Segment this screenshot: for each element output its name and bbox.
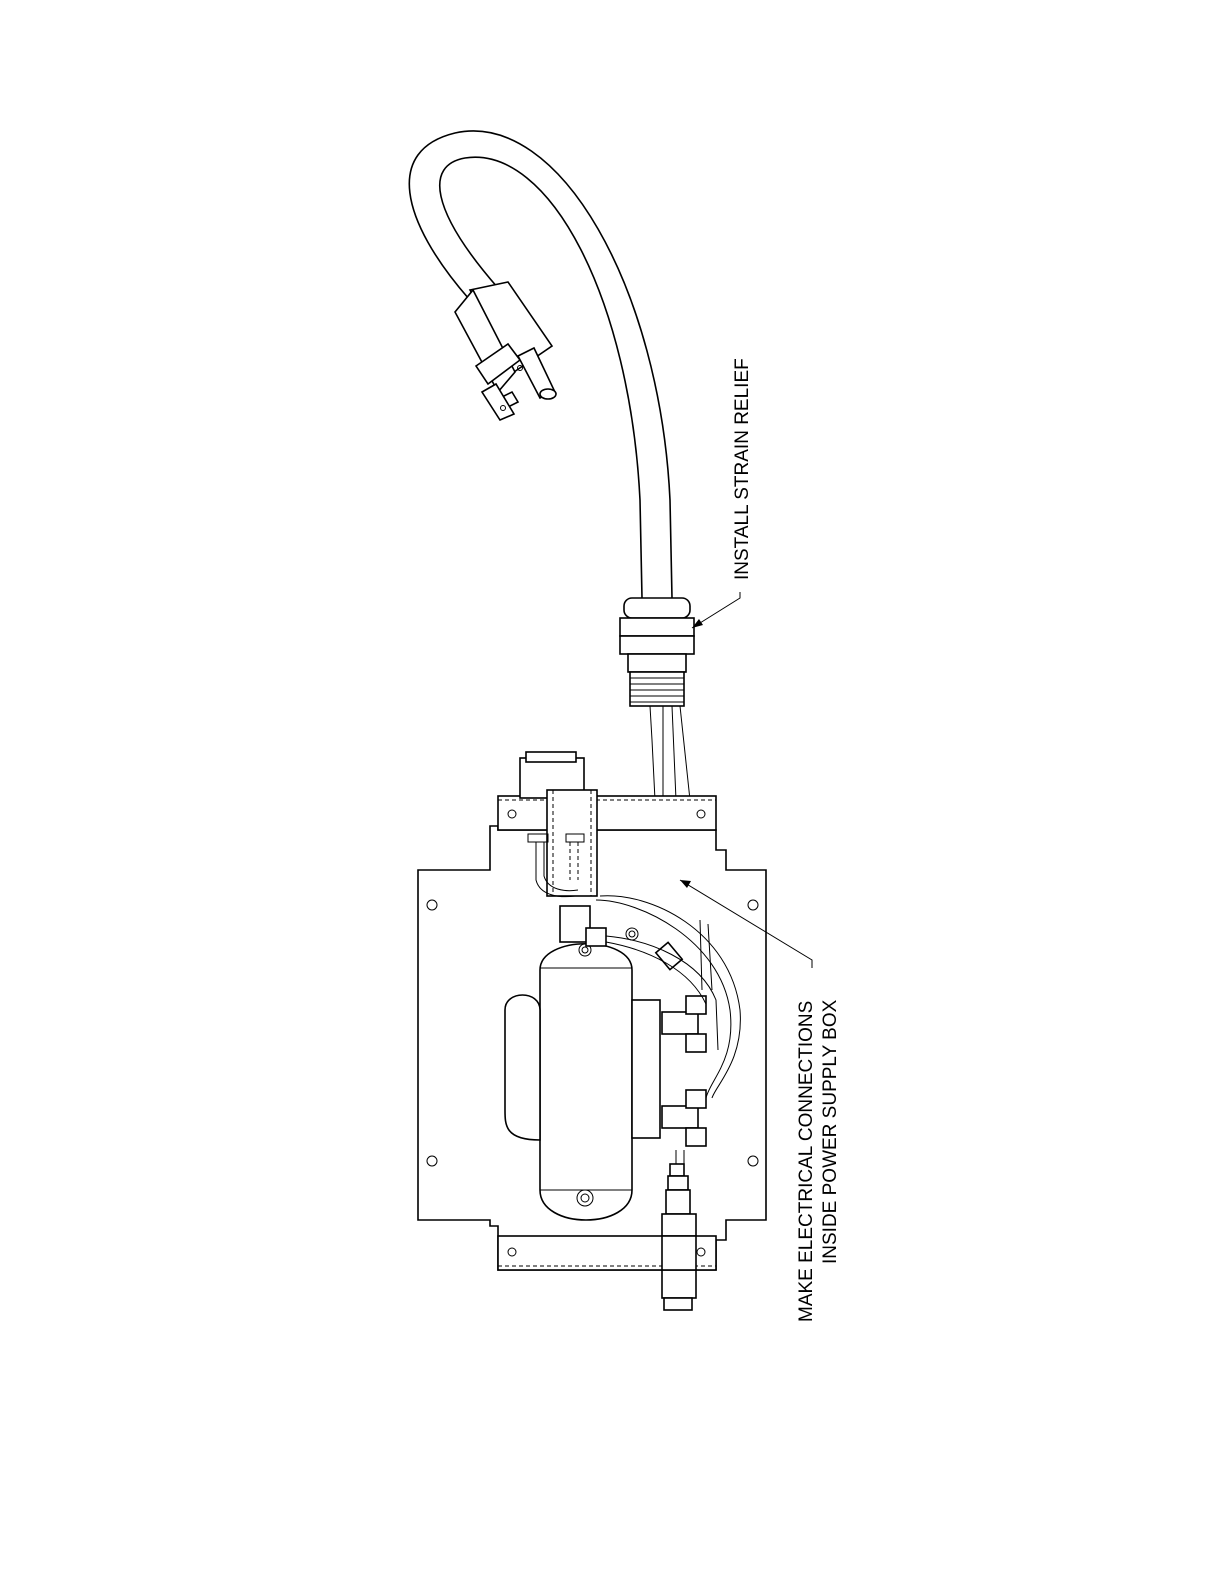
callout-connections-line1: MAKE ELECTRICAL CONNECTIONS — [796, 1001, 817, 1322]
top-bracket — [498, 796, 716, 830]
plug — [455, 282, 556, 420]
callout-strain-relief: INSTALL STRAIN RELIEF — [732, 358, 753, 580]
bottom-bracket — [498, 1236, 716, 1270]
callout-connections-line2: INSIDE POWER SUPPLY BOX — [820, 999, 841, 1264]
strain-relief — [620, 598, 694, 706]
leader-strain-relief — [692, 592, 740, 628]
